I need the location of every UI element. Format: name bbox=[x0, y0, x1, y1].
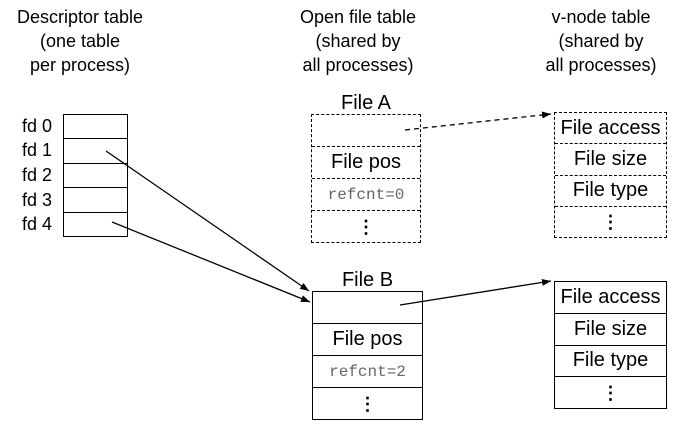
fd-label-3: fd 3 bbox=[22, 189, 53, 210]
header-line: all processes) bbox=[302, 55, 414, 75]
fd-label-1: fd 1 bbox=[22, 140, 53, 161]
file-a-title: File A bbox=[340, 92, 392, 114]
header-line: all processes) bbox=[545, 55, 657, 75]
header-line: per process) bbox=[29, 55, 131, 75]
arrow-fd4-to-fileb bbox=[111, 221, 311, 303]
descriptor-cell-fd2 bbox=[64, 162, 127, 187]
fd-label-0: fd 0 bbox=[22, 115, 53, 136]
fd-label-4: fd 4 bbox=[22, 214, 53, 235]
file-a-table: File pos refcnt=0 ⋮ bbox=[311, 114, 421, 243]
file-b-title: File B bbox=[341, 269, 394, 291]
header-line: (shared by bbox=[315, 31, 401, 51]
file-a-refcnt-cell: refcnt=0 bbox=[312, 178, 420, 210]
descriptor-table-header: Descriptor table (one table per process) bbox=[4, 5, 156, 77]
header-line: (one table bbox=[39, 31, 121, 51]
header-line: v-node table bbox=[551, 7, 651, 27]
file-a-filepos-cell: File pos bbox=[312, 146, 420, 178]
header-line: Descriptor table bbox=[16, 7, 144, 27]
vnode-a-ellipsis-cell: ⋮ bbox=[555, 205, 666, 237]
vnode-b-size-cell: File size bbox=[555, 312, 666, 345]
descriptor-cell-fd1 bbox=[64, 138, 127, 162]
descriptor-cell-fd4 bbox=[64, 211, 127, 236]
vnode-a-type-cell: File type bbox=[555, 174, 666, 206]
file-b-ellipsis-cell: ⋮ bbox=[313, 387, 422, 419]
descriptor-cell-fd3 bbox=[64, 187, 127, 211]
vnode-a-size-cell: File size bbox=[555, 143, 666, 174]
file-a-pointer-cell bbox=[312, 115, 420, 146]
arrow-fd1-to-fileb bbox=[105, 150, 310, 292]
fd-label-2: fd 2 bbox=[22, 164, 53, 185]
fd-labels: fd 0 fd 1 fd 2 fd 3 fd 4 bbox=[22, 114, 62, 237]
header-line: Open file table bbox=[299, 7, 417, 27]
header-line: (shared by bbox=[558, 31, 644, 51]
arrow-filea-to-vnodea bbox=[404, 111, 552, 131]
vnode-b-ellipsis-cell: ⋮ bbox=[555, 376, 666, 408]
vnode-a-access-cell: File access bbox=[560, 116, 661, 139]
vnode-table-header: v-node table (shared by all processes) bbox=[512, 5, 690, 77]
open-file-table-header: Open file table (shared by all processes… bbox=[268, 5, 448, 77]
vnode-a-table: File access File size File type ⋮ bbox=[554, 112, 667, 238]
descriptor-cell-fd0 bbox=[64, 115, 127, 138]
vnode-b-access-cell: File access bbox=[560, 285, 661, 308]
file-b-pointer-cell bbox=[313, 292, 422, 323]
file-b-refcnt-cell: refcnt=2 bbox=[313, 355, 422, 387]
vnode-b-type-cell: File type bbox=[555, 344, 666, 377]
file-a-ellipsis-cell: ⋮ bbox=[312, 210, 420, 242]
file-b-table: File pos refcnt=2 ⋮ bbox=[312, 291, 423, 420]
file-b-filepos-cell: File pos bbox=[313, 323, 422, 355]
descriptor-table bbox=[63, 114, 128, 237]
vnode-b-table: File access File size File type ⋮ bbox=[554, 281, 667, 409]
